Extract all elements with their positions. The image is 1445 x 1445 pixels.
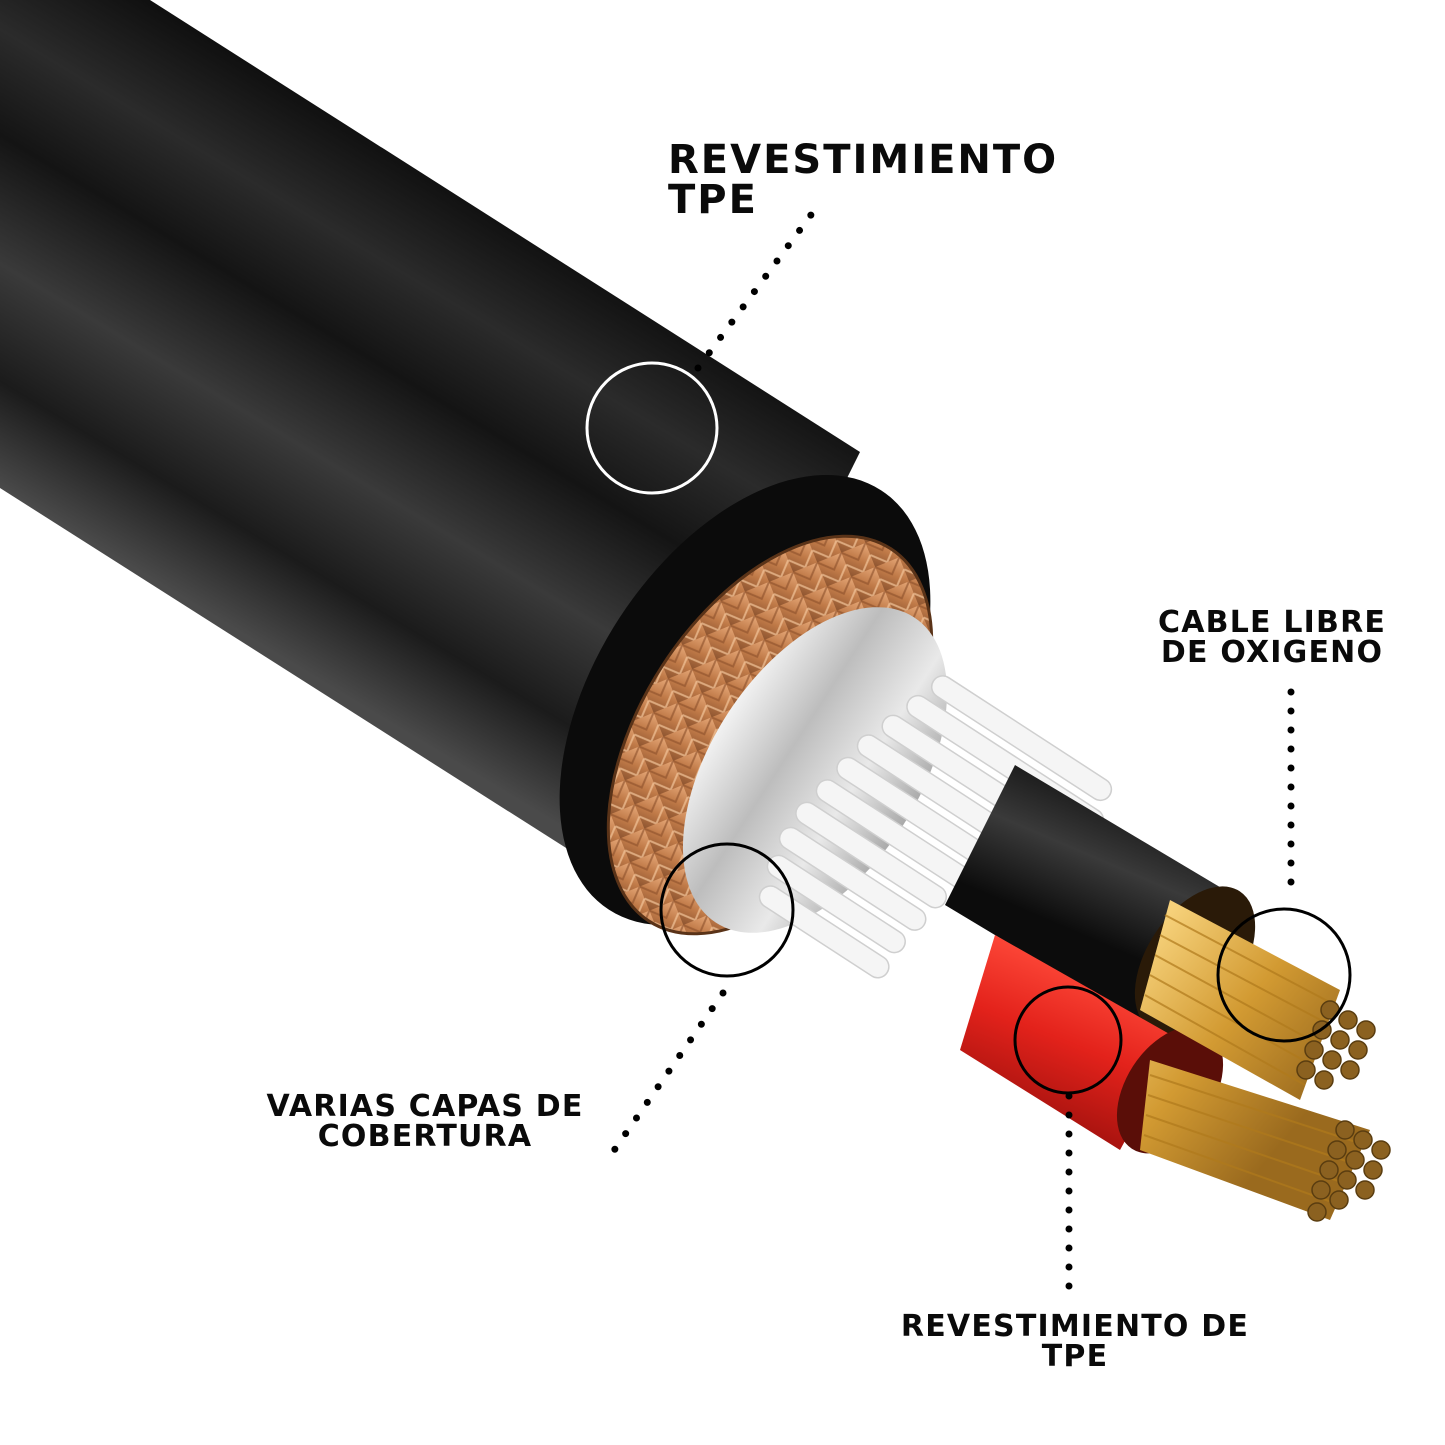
label-outer-jacket-line-1: REVESTIMIENTO	[668, 137, 1059, 183]
label-outer-jacket: REVESTIMIENTO TPE	[668, 140, 1058, 220]
label-outer-jacket-line-2: TPE	[668, 177, 758, 223]
label-oxygen-free-copper-line-1: CABLE LIBRE	[1158, 605, 1387, 640]
callout-marker-outer-jacket	[585, 361, 719, 495]
callout-marker-shield-layers	[659, 842, 795, 978]
label-oxygen-free-copper: CABLE LIBRE DE OXIGENO	[1158, 608, 1386, 668]
label-shield-layers: VARIAS CAPAS DE COBERTURA	[247, 1092, 603, 1152]
label-shield-layers-line-2: COBERTURA	[317, 1119, 533, 1154]
leader-shield-layers	[602, 989, 727, 1166]
copper-strands-lower	[1140, 1060, 1391, 1222]
callout-marker-oxygen-free-copper	[1216, 907, 1352, 1043]
leader-outer-jacket	[694, 196, 826, 372]
label-inner-jacket-line-2: TPE	[1041, 1339, 1109, 1374]
label-inner-jacket-line-1: REVESTIMIENTO DE	[900, 1309, 1250, 1344]
label-shield-layers-line-1: VARIAS CAPAS DE	[266, 1089, 584, 1124]
label-oxygen-free-copper-line-2: DE OXIGENO	[1160, 635, 1384, 670]
copper-strands-upper	[1140, 900, 1376, 1100]
label-inner-jacket: REVESTIMIENTO DE TPE	[888, 1312, 1262, 1372]
